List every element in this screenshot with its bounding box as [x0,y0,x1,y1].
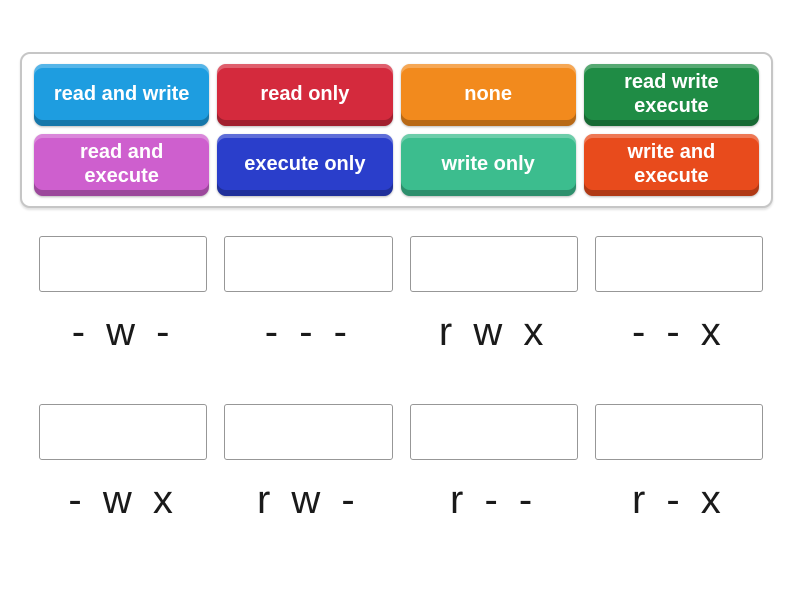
answer-cell: r - - [409,404,578,522]
tile-read-and-execute[interactable]: read and execute [34,134,210,196]
tile-label: read and write [53,83,190,106]
permission-label: - - - [264,310,352,354]
drop-slot-rw-[interactable] [224,404,393,460]
answer-cell: - - x [594,236,763,354]
drop-slot-r--[interactable] [409,404,578,460]
answer-cell: r - x [594,404,763,522]
tile-read-and-write[interactable]: read and write [34,64,210,126]
drop-slot-r-x[interactable] [594,404,763,460]
tile-execute-only[interactable]: execute only [217,134,393,196]
tile-write-and-execute[interactable]: write and execute [583,134,759,196]
drop-slot---x[interactable] [594,236,763,292]
answer-cell: r w - [224,404,393,522]
drop-slot----[interactable] [224,236,393,292]
permission-label: - w x [68,478,178,522]
answer-cell: r w x [409,236,578,354]
permission-label: - w - [71,310,175,354]
permission-label: r - - [450,478,538,522]
permission-label: r w - [256,478,360,522]
answer-row-2: - w x r w - r - - r - x [39,404,763,522]
permission-label: r w x [438,310,549,354]
permission-label: - - x [631,310,726,354]
answer-cell: - - - [224,236,393,354]
drop-slot--wx[interactable] [39,404,208,460]
tile-label: read and execute [79,141,164,187]
tile-label: execute only [244,153,366,176]
tile-tray: read and write read only none read write… [20,52,773,208]
permission-label: r - x [631,478,726,522]
answer-row-1: - w - - - - r w x - - x [39,236,763,354]
drop-slot-rwx[interactable] [409,236,578,292]
answer-cell: - w - [39,236,208,354]
tile-none[interactable]: none [400,64,576,126]
tile-label: read write execute [624,71,719,117]
tile-label: write only [441,153,535,176]
answer-cell: - w x [39,404,208,522]
tile-label: write and execute [627,141,716,187]
tile-read-only[interactable]: read only [217,64,393,126]
tile-write-only[interactable]: write only [400,134,576,196]
tile-label: read only [260,83,350,106]
tile-label: none [464,83,513,106]
tile-read-write-execute[interactable]: read write execute [583,64,759,126]
drop-slot--w-[interactable] [39,236,208,292]
